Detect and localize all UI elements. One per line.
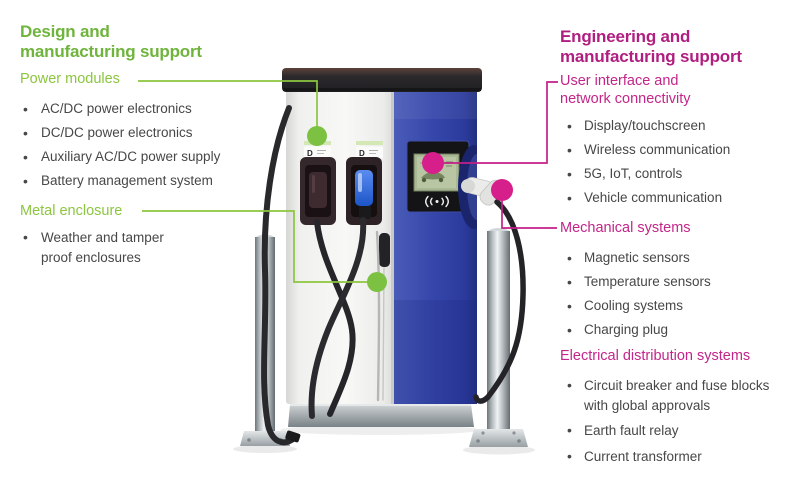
power-modules-list: AC/DC power electronics DC/DC power elec… [20, 97, 255, 193]
right-plug-holster [346, 157, 382, 225]
left-section-heading-metal-enclosure: Metal enclosure [20, 203, 123, 219]
right-section-heading-mechanical-systems: Mechanical systems [560, 220, 691, 236]
left-plug-holster [300, 157, 336, 225]
power-modules-callout-line [138, 80, 318, 136]
list-item: DC/DC power electronics [20, 121, 255, 145]
left-holster-cable [314, 219, 356, 417]
left-outer-cable [261, 105, 296, 446]
blue-charging-plug [355, 170, 373, 206]
list-item: Magnetic sensors [560, 246, 790, 270]
mechanical-systems-callout-line [501, 190, 557, 229]
power-modules-marker-dot [307, 126, 327, 146]
left-column-title: Design and manufacturing support [20, 22, 202, 61]
metal-enclosure-callout-line [142, 210, 377, 283]
right-section-heading-user-interface: User interface and network connectivity [560, 73, 691, 107]
list-item: Cooling systems [560, 294, 790, 318]
user-interface-callout-line [433, 81, 558, 164]
right-annotation-column: Engineering and manufacturing support Us… [560, 0, 798, 500]
contactless-payment-icon [425, 195, 449, 208]
mechanical-systems-marker-dot [491, 179, 513, 201]
list-item: Temperature sensors [560, 270, 790, 294]
blue-plug-cable [308, 217, 367, 419]
left-annotation-column: Design and manufacturing support Power m… [20, 0, 270, 500]
list-item: 5G, IoT, controls [560, 162, 790, 186]
mechanical-systems-list: Magnetic sensors Temperature sensors Coo… [560, 246, 790, 342]
left-section-heading-power-modules: Power modules [20, 71, 120, 87]
list-item: Wireless communication [560, 138, 790, 162]
station-base [288, 404, 474, 427]
list-item: Display/touchscreen [560, 114, 790, 138]
right-section-heading-electrical-distribution: Electrical distribution systems [560, 348, 751, 364]
right-column-title: Engineering and manufacturing support [560, 27, 742, 66]
metal-enclosure-list: Weather and tamper proof enclosures [20, 228, 192, 273]
user-interface-marker-dot [422, 152, 444, 174]
list-item: Vehicle communication [560, 186, 790, 210]
list-item: Earth fault relay [560, 421, 774, 441]
list-item: Auxiliary AC/DC power supply [20, 145, 255, 169]
list-item: Weather and tamper proof enclosures [20, 228, 192, 267]
holster-labels: D D [304, 141, 383, 159]
list-item: Battery management system [20, 169, 255, 193]
metal-enclosure-marker-dot [367, 272, 387, 292]
list-item: Circuit breaker and fuse blocks with glo… [560, 376, 774, 415]
right-bollard [469, 228, 528, 447]
list-item: Current transformer [560, 447, 774, 467]
electrical-distribution-list: Circuit breaker and fuse blocks with glo… [560, 376, 774, 472]
ground-shadows [233, 425, 535, 455]
display-touchscreen [406, 140, 470, 213]
charging-cables [261, 105, 526, 446]
list-item: Charging plug [560, 318, 790, 342]
handle-slot [379, 233, 390, 267]
brand-logo-left: D [307, 149, 313, 158]
user-interface-list: Display/touchscreen Wireless communicati… [560, 114, 790, 210]
list-item: AC/DC power electronics [20, 97, 255, 121]
station-body [282, 68, 482, 404]
right-plug-cable [473, 199, 526, 404]
callout-connectors [138, 80, 558, 292]
station-top-cap [282, 68, 482, 92]
brand-logo-right: D [359, 149, 365, 158]
